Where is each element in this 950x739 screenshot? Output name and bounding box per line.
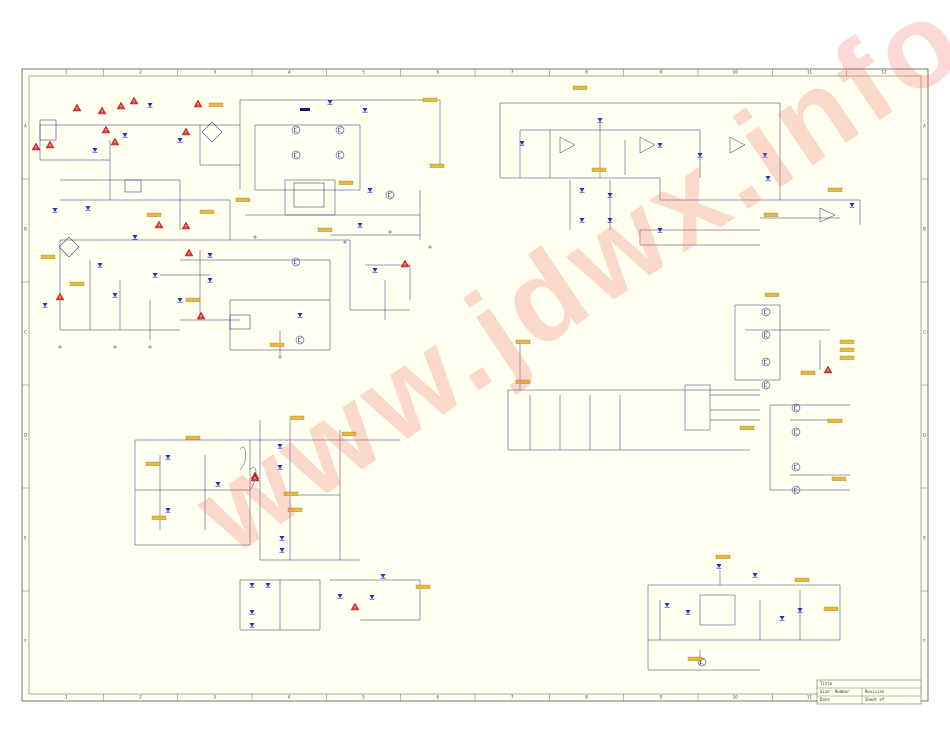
- title-block-sheet: Sheet of: [865, 697, 885, 702]
- border-row-label: B: [923, 227, 926, 232]
- title-block: [816, 679, 922, 705]
- border-column-label: 5: [362, 695, 365, 700]
- border-column-label: 11: [807, 70, 813, 75]
- border-row-label: D: [24, 433, 27, 438]
- border-column-label: 8: [585, 70, 588, 75]
- border-column-label: 10: [733, 70, 739, 75]
- border-row-label: B: [24, 227, 27, 232]
- border-row-label: F: [923, 639, 926, 644]
- standby-block: [647, 570, 841, 671]
- border-row-label: E: [923, 536, 926, 541]
- border-column-label: 9: [660, 70, 663, 75]
- title-block-size: Size: [820, 689, 830, 694]
- border-row-label: D: [923, 433, 926, 438]
- border-column-label: 7: [511, 70, 514, 75]
- psu-primary-components: [39, 108, 395, 345]
- border-column-label: 9: [660, 695, 663, 700]
- border-column-label: 6: [437, 695, 440, 700]
- border-column-label: 4: [288, 695, 291, 700]
- border-column-label: 3: [214, 70, 217, 75]
- border-zone-markers: 112233445566778899101011111212AABBCCDDEE…: [22, 69, 928, 701]
- title-block-date: Date: [820, 697, 830, 702]
- border-row-label: A: [923, 124, 926, 129]
- border-column-label: 11: [807, 695, 813, 700]
- border-column-label: 10: [733, 695, 739, 700]
- border-column-label: 1: [65, 70, 68, 75]
- border-column-label: 1: [65, 695, 68, 700]
- border-row-label: F: [24, 639, 27, 644]
- border-row-label: E: [24, 536, 27, 541]
- title-block-number: Number: [835, 689, 850, 694]
- driver-block: [507, 304, 850, 491]
- title-block-title: Title: [820, 681, 833, 686]
- border-column-label: 2: [139, 70, 142, 75]
- border-column-label: 4: [288, 70, 291, 75]
- border-column-label: 8: [585, 695, 588, 700]
- border-column-label: 3: [214, 695, 217, 700]
- border-column-label: 2: [139, 695, 142, 700]
- border-column-label: 5: [362, 70, 365, 75]
- secondary-output-block: [134, 420, 421, 631]
- border-column-label: 12: [881, 70, 887, 75]
- border-row-label: A: [24, 124, 27, 129]
- title-block-revision: Revision: [865, 689, 885, 694]
- border-column-label: 6: [437, 70, 440, 75]
- sheet-outer-frame: [21, 68, 929, 702]
- border-row-label: C: [923, 330, 926, 335]
- psu-primary-block: [39, 99, 441, 355]
- border-row-label: C: [24, 330, 27, 335]
- border-column-label: 7: [511, 695, 514, 700]
